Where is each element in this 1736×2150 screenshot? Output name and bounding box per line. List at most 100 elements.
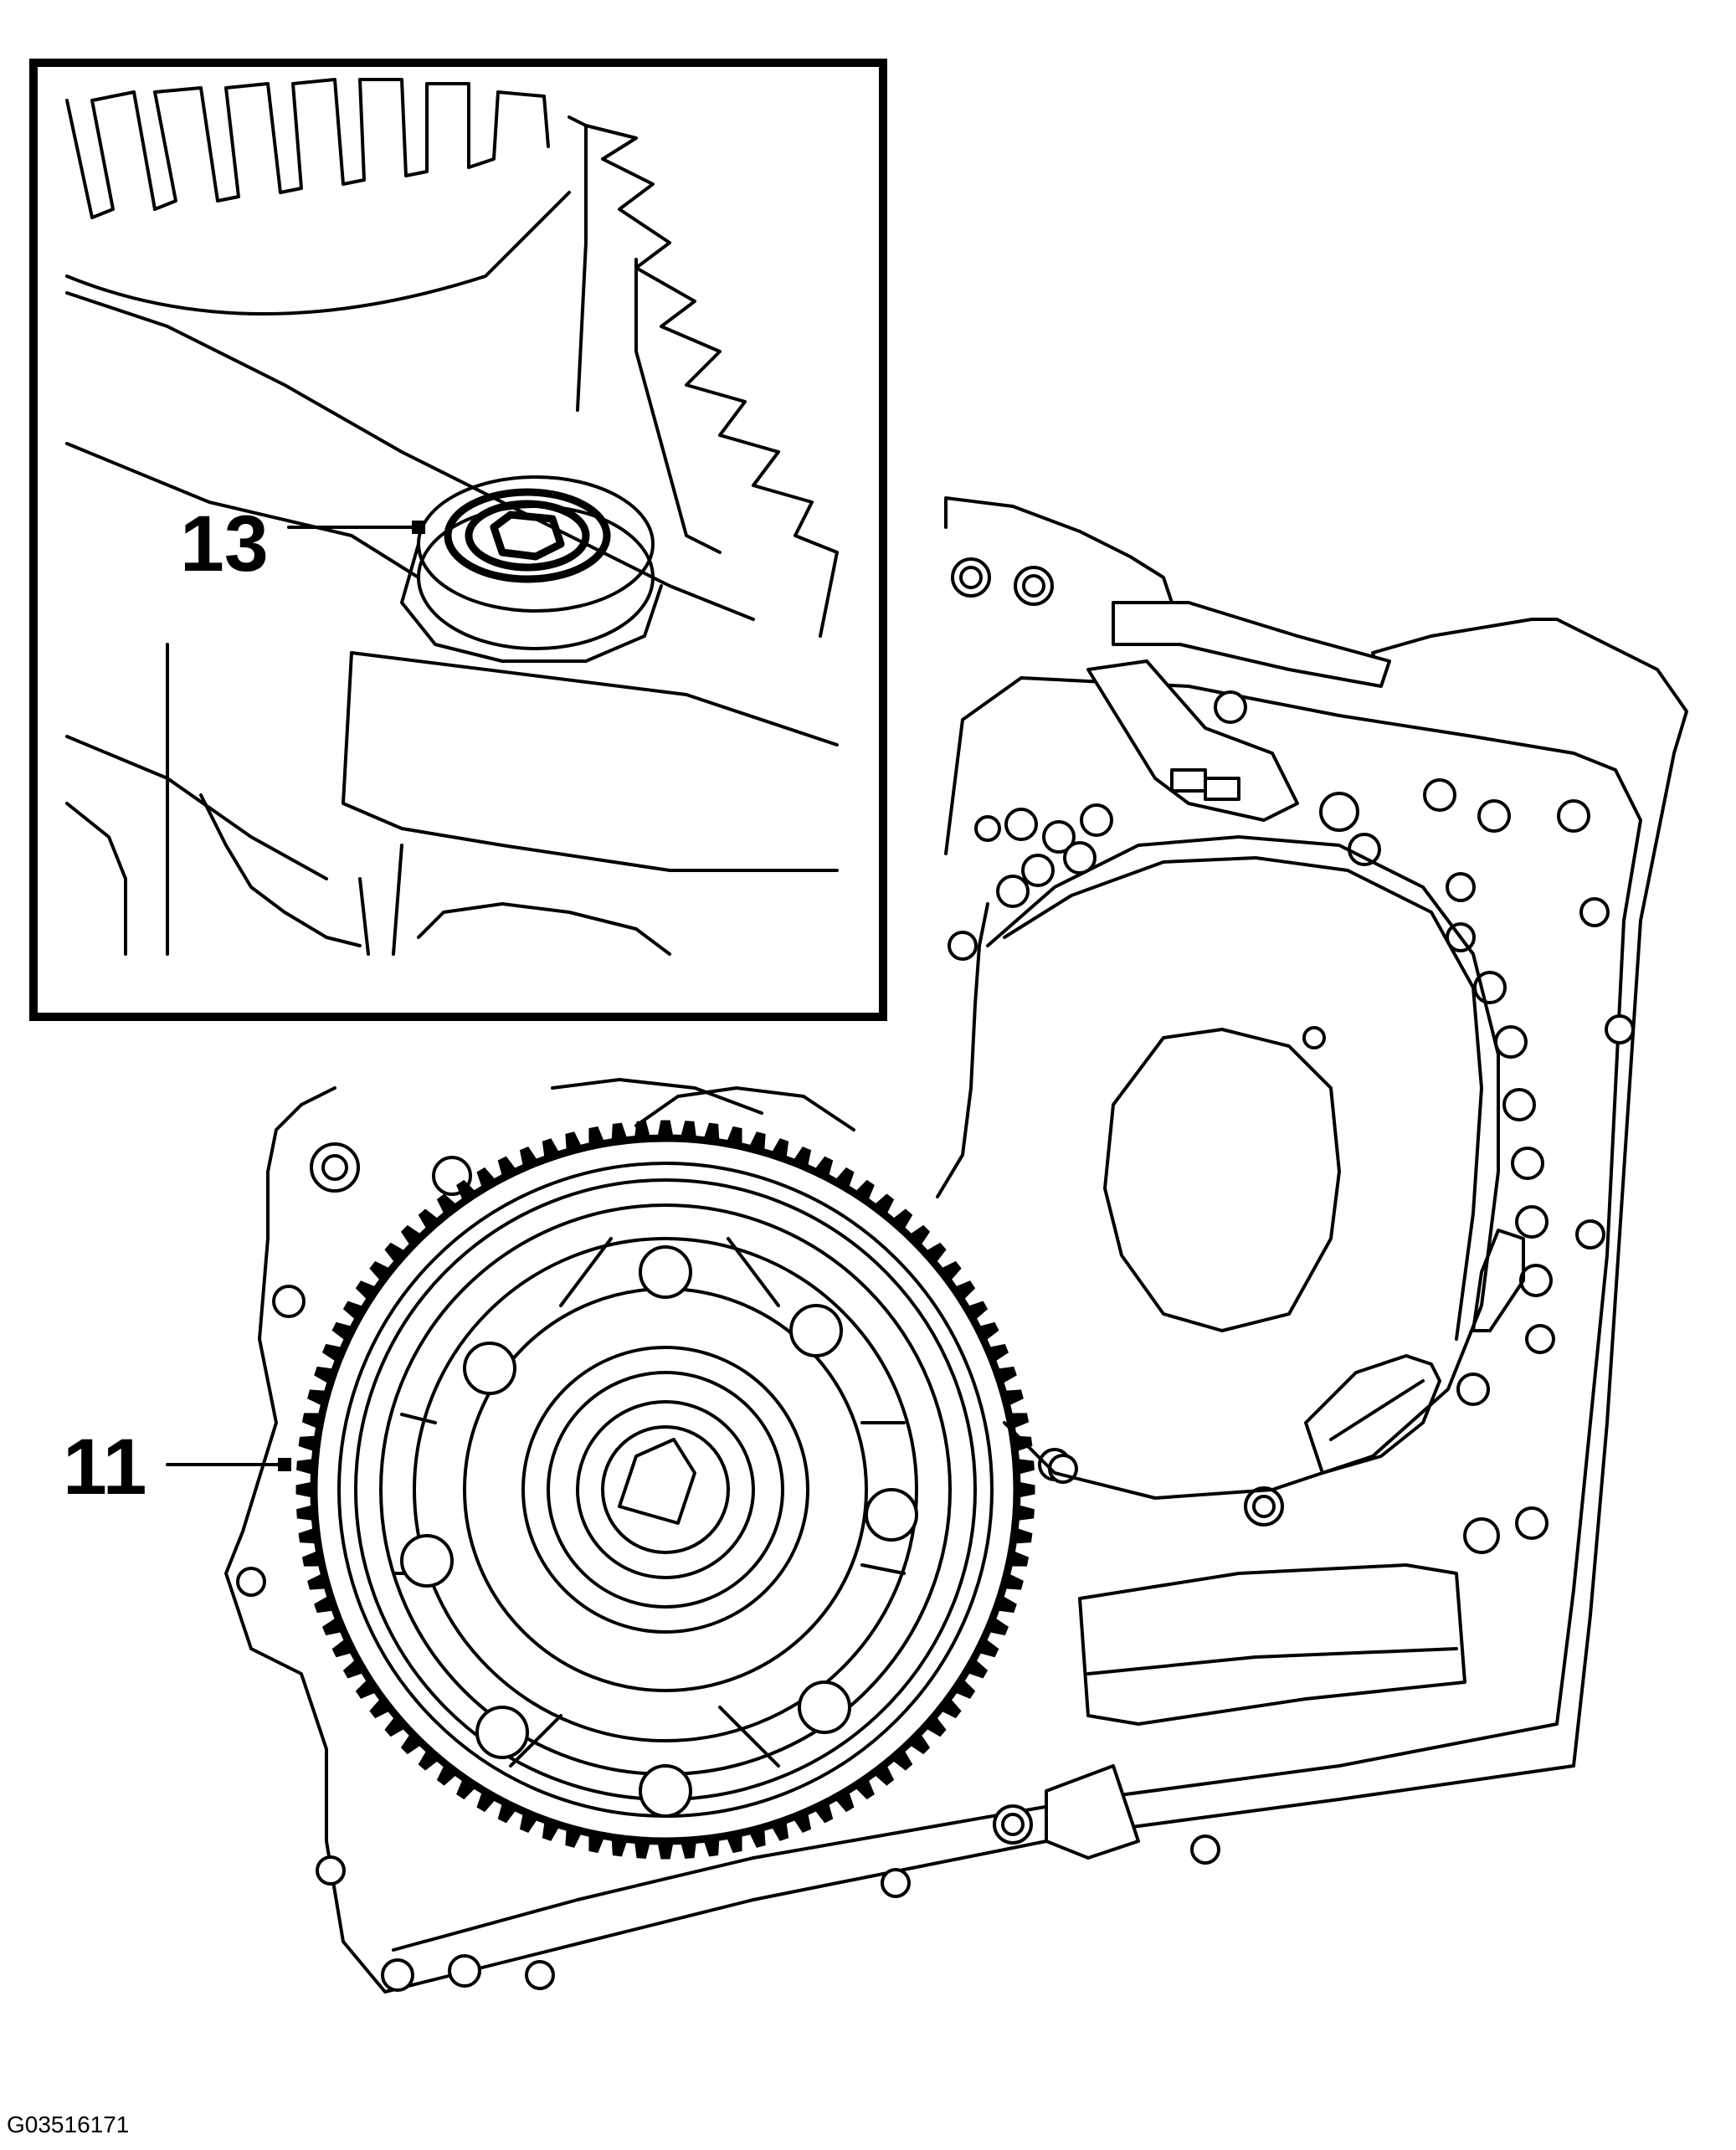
ring-gear-tooth: [634, 1838, 651, 1859]
ring-gear-tooth: [314, 1593, 337, 1614]
ring-gear-tooth: [907, 1224, 931, 1249]
ring-gear-tooth: [853, 1776, 875, 1800]
ring-gear-tooth: [1001, 1389, 1024, 1408]
ring-gear-tooth: [342, 1301, 367, 1322]
ring-gear-tooth: [295, 1480, 316, 1499]
ring-gear-tooth: [747, 1825, 766, 1848]
solenoid-block: [1045, 1563, 1466, 1860]
ring-gear-tooth: [301, 1549, 324, 1567]
ring-gear-tooth: [296, 1504, 317, 1521]
ring-gear-tooth: [497, 1156, 518, 1180]
ring-gear-tooth: [497, 1799, 518, 1824]
figure-id: G03516171: [7, 2112, 129, 2137]
ring-gear-tooth: [853, 1179, 875, 1203]
ring-gear-tooth: [747, 1131, 766, 1154]
ring-gear-tooth: [384, 1242, 408, 1265]
ring-gear-tooth: [331, 1637, 356, 1658]
ring-gear-tooth: [331, 1321, 356, 1342]
ring-gear-tooth: [871, 1762, 895, 1786]
ring-gear-tooth: [964, 1657, 989, 1679]
ring-gear-tooth: [418, 1747, 441, 1771]
case-bore: [986, 835, 1500, 1500]
ring-gear-tooth: [985, 1615, 1009, 1636]
ring-gear-tooth: [813, 1799, 834, 1824]
ring-gear-tooth: [1015, 1480, 1035, 1499]
ring-gear-tooth: [833, 1167, 855, 1191]
ring-gear-tooth: [542, 1138, 562, 1162]
ring-gear-tooth: [890, 1747, 913, 1771]
ring-gear-tooth: [519, 1147, 540, 1170]
ring-gear-tooth: [456, 1179, 478, 1203]
ring-gear-tooth: [680, 1838, 697, 1859]
ring-gear-tooth: [400, 1224, 424, 1249]
ring-gear-tooth: [301, 1413, 324, 1430]
transmission-housing: [224, 496, 1688, 1993]
ring-gear-tooth: [890, 1208, 913, 1233]
ring-gear-tooth: [565, 1131, 583, 1154]
ring-gear-tooth: [702, 1835, 720, 1857]
ring-gear-tooth: [322, 1343, 346, 1364]
ring-gear-tooth: [519, 1809, 540, 1833]
ring-gear-tooth: [565, 1825, 583, 1848]
ring-gear-tooth: [418, 1208, 441, 1233]
ring-gear-tooth: [400, 1731, 424, 1755]
ring-gear-tooth: [964, 1301, 989, 1322]
ring-gear-tooth: [769, 1818, 789, 1841]
ring-gear-tooth: [384, 1714, 408, 1737]
ring-gear-tooth: [907, 1731, 931, 1755]
ring-gear-tooth: [436, 1193, 460, 1218]
ring-gear-tooth: [1011, 1527, 1033, 1544]
ring-gear-tooth: [680, 1121, 697, 1142]
ring-gear-tooth: [588, 1831, 606, 1854]
ring-gear-tooth: [813, 1156, 834, 1180]
ring-gear-tooth: [656, 1840, 675, 1860]
ring-gear-tooth: [298, 1435, 320, 1453]
ring-gear-tooth: [985, 1343, 1009, 1364]
ring-gear-tooth: [725, 1126, 742, 1148]
ring-gear-tooth: [922, 1714, 947, 1737]
ring-gear-tooth: [307, 1389, 330, 1408]
ring-gear-tooth: [476, 1788, 498, 1813]
ring-gear-tooth: [542, 1818, 562, 1841]
ring-gear-tooth: [298, 1527, 320, 1544]
ring-gear-tooth: [1007, 1549, 1030, 1567]
callout-13-label: 13: [180, 500, 269, 588]
ring-gear-tooth: [769, 1138, 789, 1162]
ring-gear-tooth: [436, 1762, 460, 1786]
ring-gear-tooth: [355, 1280, 379, 1302]
ring-gear-tooth: [1007, 1413, 1030, 1430]
ring-gear-tooth: [588, 1126, 606, 1148]
ring-gear-tooth: [342, 1657, 367, 1679]
ring-gear-tooth: [355, 1677, 379, 1699]
callout-11-label: 11: [63, 1423, 146, 1511]
ring-gear-tooth: [975, 1321, 999, 1342]
ring-gear-tooth: [937, 1260, 962, 1284]
ring-gear-tooth: [1014, 1458, 1035, 1475]
carrier-bolts: [400, 1245, 918, 1818]
ring-gear-tooth: [611, 1122, 629, 1144]
ring-gear-tooth: [922, 1242, 947, 1265]
housing-bolts: [236, 557, 1635, 1992]
ring-gear-tooth: [791, 1809, 812, 1833]
differential-assembly: [295, 1078, 1035, 1860]
ring-gear-tooth: [952, 1677, 976, 1699]
ring-gear-tooth: [369, 1696, 393, 1719]
ring-gear-tooth: [322, 1615, 346, 1636]
ring-gear-tooth: [476, 1167, 498, 1191]
ring-gear-tooth: [456, 1776, 478, 1800]
seal-part-13: [400, 475, 663, 663]
ring-gear-tooth: [611, 1835, 629, 1857]
ring-gear-tooth: [975, 1637, 999, 1658]
ring-gear-tooth: [1011, 1435, 1033, 1453]
ring-gear-tooth: [833, 1788, 855, 1813]
ring-gear-tooth: [1001, 1572, 1024, 1590]
ring-gear-tooth: [634, 1121, 651, 1142]
ring-gear-tooth: [952, 1280, 976, 1302]
ring-gear-tooth: [994, 1366, 1017, 1386]
ring-gear-tooth: [791, 1147, 812, 1170]
inset-detail: [29, 59, 887, 1021]
ring-gear-tooth: [656, 1120, 675, 1140]
ring-gear-tooth: [871, 1193, 895, 1218]
ring-gear-tooth: [1014, 1504, 1035, 1521]
